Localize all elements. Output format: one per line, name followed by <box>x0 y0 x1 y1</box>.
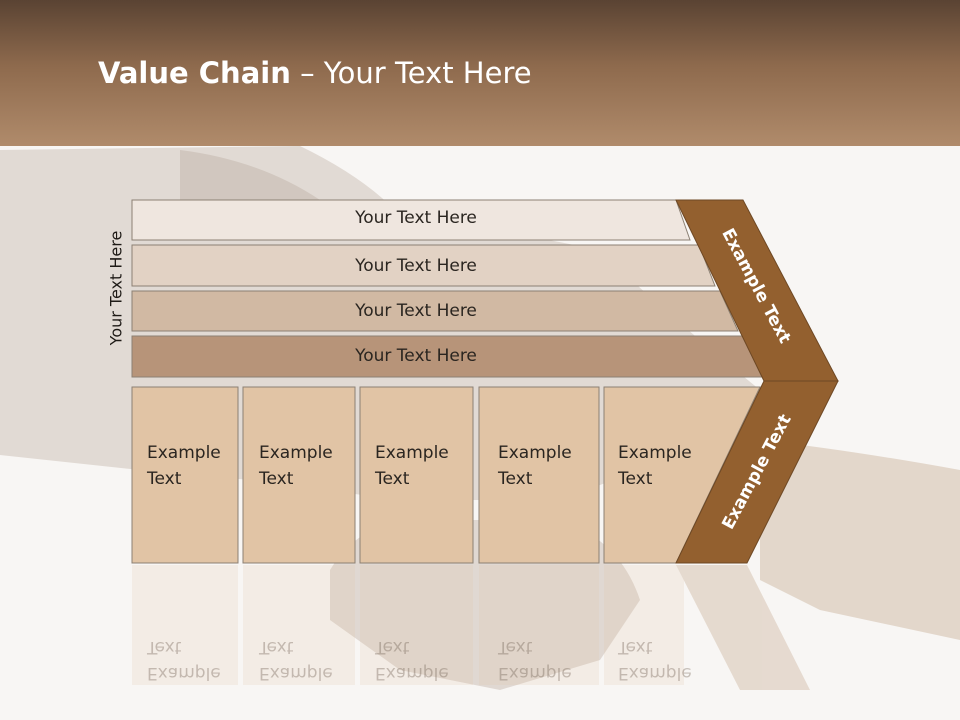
reflection-label-4: Example Text <box>498 634 572 686</box>
reflection-5-line1: Example <box>618 663 692 683</box>
primary-column-5-line1: Example <box>618 443 692 463</box>
chevron-lower <box>675 380 839 564</box>
primary-column-1 <box>131 386 239 564</box>
reflection-label-5: Example Text <box>618 634 692 686</box>
support-bar-2-label: Your Text Here <box>355 256 477 276</box>
diagram-reflection <box>132 565 810 690</box>
primary-column-3-line2: Text <box>375 469 410 489</box>
primary-column-3 <box>359 386 474 564</box>
slide-header <box>0 0 960 146</box>
support-bar-3-label: Your Text Here <box>355 301 477 321</box>
primary-column-5-label: Example Text <box>618 440 692 492</box>
reflection-label-1: Example Text <box>147 634 221 686</box>
reflection-5-line2: Text <box>618 637 653 657</box>
primary-column-5-line2: Text <box>618 469 653 489</box>
primary-column-3-label: Example Text <box>375 440 449 492</box>
support-bar-2 <box>131 244 716 287</box>
primary-column-4-line1: Example <box>498 443 572 463</box>
slide-title-rest: – Your Text Here <box>290 56 532 90</box>
reflection-4-line2: Text <box>498 637 533 657</box>
primary-column-2-line2: Text <box>259 469 294 489</box>
support-bar-3 <box>131 290 739 332</box>
reflection-4-line1: Example <box>498 663 572 683</box>
primary-column-4-line2: Text <box>498 469 533 489</box>
primary-column-3-line1: Example <box>375 443 449 463</box>
reflection-label-3: Example Text <box>375 634 449 686</box>
reflection-3-line2: Text <box>375 637 410 657</box>
primary-column-2 <box>242 386 356 564</box>
reflection-2-line2: Text <box>259 637 294 657</box>
reflection-1-line2: Text <box>147 637 182 657</box>
primary-column-1-line2: Text <box>147 469 182 489</box>
support-bar-1 <box>131 199 691 241</box>
reflection-2-line1: Example <box>259 663 333 683</box>
reflection-1-line1: Example <box>147 663 221 683</box>
support-bar-1-label: Your Text Here <box>355 208 477 228</box>
slide-title-bold: Value Chain <box>98 56 291 90</box>
reflection-area: Example Text Example Text Example Text E… <box>0 564 960 720</box>
reflection-3-line1: Example <box>375 663 449 683</box>
primary-column-2-line1: Example <box>259 443 333 463</box>
primary-column-4-label: Example Text <box>498 440 572 492</box>
primary-column-4 <box>478 386 600 564</box>
primary-column-1-label: Example Text <box>147 440 221 492</box>
slide-title: Value Chain – Your Text Here <box>98 56 532 90</box>
reflection-label-2: Example Text <box>259 634 333 686</box>
support-bar-4-label: Your Text Here <box>355 346 477 366</box>
primary-column-1-line1: Example <box>147 443 221 463</box>
primary-column-2-label: Example Text <box>259 440 333 492</box>
